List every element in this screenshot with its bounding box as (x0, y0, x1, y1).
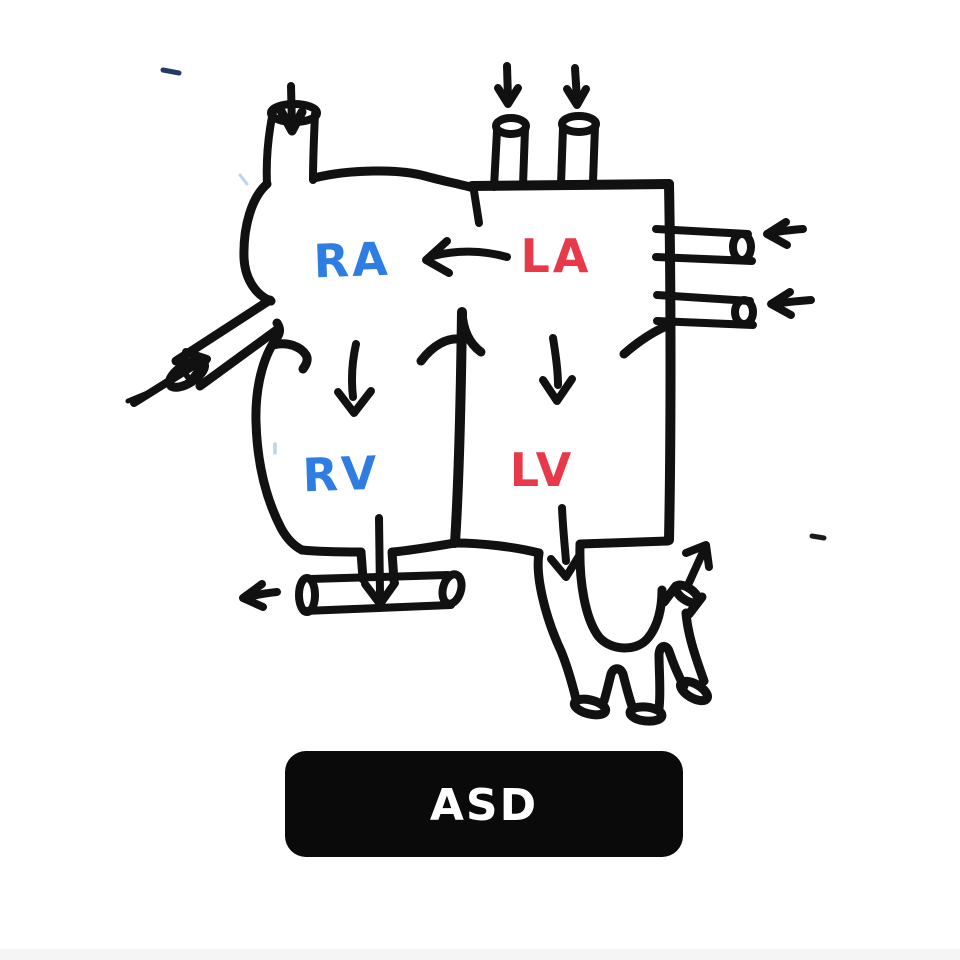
interventricular-septum (450, 307, 467, 548)
pulmonary-artery-outflow-left-arrow (239, 580, 281, 611)
arrow-stem (558, 504, 570, 565)
pv-top2-right (589, 122, 599, 186)
arrow-head (239, 580, 267, 611)
rv-left-outline (251, 318, 307, 555)
stray-black-dash-right (809, 533, 827, 541)
arrow-head (547, 552, 583, 581)
pulmonary-veins-top (490, 112, 600, 191)
pv-right2-opening (731, 296, 757, 328)
svc-left-wall (262, 108, 277, 188)
stray-marks (160, 67, 827, 541)
arrow-stem (348, 340, 360, 401)
pv-top1-left (490, 127, 501, 191)
arrow-head (182, 348, 211, 382)
flow-arrows (130, 62, 815, 611)
arrow-head (276, 106, 307, 136)
ra-to-rv-down-arrow (334, 340, 375, 417)
lv-floor-left (450, 538, 544, 558)
ivc-inflow-up-right-arrow (130, 348, 211, 407)
arrow-stem (287, 82, 296, 131)
arrow-stem (375, 514, 384, 597)
arrow-stem (549, 334, 562, 389)
aorta-notch2 (654, 642, 689, 713)
asd-badge-label: ASD (430, 780, 538, 831)
pulmonary-vein-top-1-down-arrow (494, 62, 522, 108)
aorta-left-wall (533, 548, 581, 704)
lv-to-aorta-down-arrow (547, 504, 583, 581)
septal-valve-curve (416, 334, 464, 366)
stray-lightblue-tick-top (238, 173, 249, 186)
pv-top2-opening (558, 112, 600, 136)
arrow-head (563, 85, 590, 109)
ivc-lower-wall (195, 324, 283, 391)
arrow-stem (429, 247, 511, 261)
arrow-stem (684, 548, 707, 589)
mitral-valve-curve (619, 320, 674, 359)
pv-top1-right (519, 125, 529, 189)
rv-floor-left (297, 545, 366, 557)
heart-outline (239, 166, 676, 586)
arrow-head (767, 288, 795, 319)
pv-top1-opening (492, 114, 530, 138)
la-lv-right-wall (664, 179, 676, 545)
stray-navy-dash (160, 67, 182, 76)
arrow-head (539, 375, 576, 405)
pa-bottom-wall (300, 601, 455, 615)
rv-to-pulmonary-artery-down-arrow (361, 514, 399, 608)
svc-inflow-down-arrow (276, 82, 307, 136)
pv-right2-top (653, 291, 754, 305)
aorta-foot1-cap (569, 694, 611, 720)
arrow-head (682, 541, 713, 571)
pa-right-cap (438, 570, 466, 608)
label-left-atrium: LA (521, 229, 592, 283)
tricuspid-valve-curve (268, 339, 312, 374)
pulmonary-vein-right-1-left-arrow (763, 218, 807, 249)
septum-top-hook (457, 307, 486, 357)
rv-floor-right (388, 538, 460, 557)
pv-right1-opening (729, 230, 755, 264)
pa-left-cap (295, 574, 319, 616)
aorta-foot3-cap (676, 676, 712, 706)
arrow-head (494, 84, 522, 108)
arrow-stem (503, 62, 512, 103)
pulmonary-vein-top-2-down-arrow (563, 64, 590, 109)
arrow-head (422, 237, 453, 277)
aorta (533, 540, 712, 726)
aorta-branch-cap (671, 580, 703, 608)
la-to-lv-down-arrow (539, 334, 576, 405)
aorta-foot2-cap (625, 702, 667, 726)
asd-shunt-la-to-ra-left-arrow (422, 237, 511, 277)
pulmonary-veins-right (652, 225, 757, 329)
arrow-stem (571, 64, 581, 104)
footer-strip (0, 949, 960, 960)
asd-badge-background (285, 751, 683, 857)
lv-floor-right (575, 536, 673, 549)
label-left-ventricle: LV (510, 443, 575, 497)
pv-right1-top (652, 225, 752, 238)
arrow-head (763, 218, 791, 249)
svc-right-wall (309, 110, 319, 184)
ra-outline-upper (239, 179, 276, 306)
atrial-roof-edge (309, 166, 475, 192)
arrow-head (334, 387, 375, 417)
pv-top2-left (557, 124, 567, 188)
aorta-outflow-up-right-arrow (682, 541, 713, 589)
asd-badge: ASD (285, 751, 683, 857)
aorta-notch1 (599, 664, 638, 714)
pulmonary-vein-right-2-left-arrow (767, 288, 815, 319)
interatrial-septum-stub (470, 187, 483, 227)
la-top-edge (467, 179, 674, 191)
arrow-stem (130, 359, 202, 407)
arrow-head (361, 579, 399, 608)
label-right-atrium: RA (313, 232, 392, 289)
label-right-ventricle: RV (302, 446, 381, 503)
aorta-inner-arch (575, 540, 667, 653)
aorta-right-wall (681, 608, 709, 686)
